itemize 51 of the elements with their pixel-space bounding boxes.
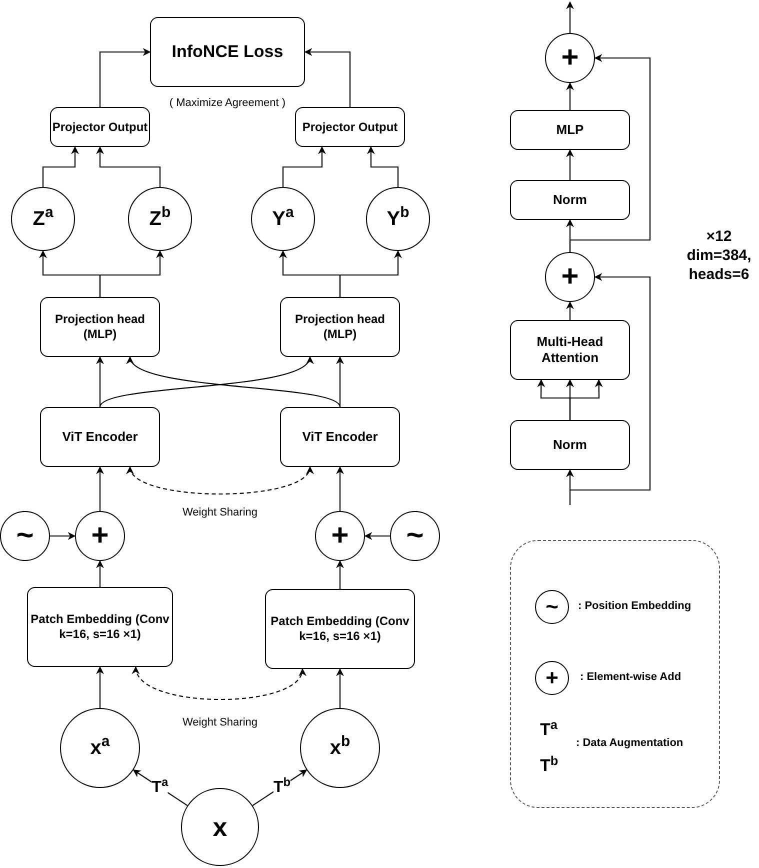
arrow [336,466,344,511]
process-box: Patch Embedding (Conv k=16, s=16 ×1) [265,589,415,669]
arrow [99,250,164,297]
process-box: Projector Output [50,107,150,147]
arrow [566,469,574,505]
arrow [132,770,188,806]
augmentation-symbol: T$^{b}$ [540,755,560,776]
arrow [96,466,104,511]
arrow [569,54,651,252]
process-box: Projection head (MLP) [40,297,160,357]
process-box: MLP [510,110,630,150]
arrow [364,532,390,540]
legend-text: : Position Embedding [578,599,692,614]
augmentation-symbol: T$^{a}$ [540,719,558,740]
process-box: Projection head (MLP) [280,297,400,357]
arrow [566,82,574,110]
arrow [570,273,651,491]
process-box: Multi-Head Attention [510,320,630,380]
arrow [282,146,326,187]
loss-box: InfoNCE Loss [150,17,305,87]
legend-text: : Data Augmentation [576,736,684,751]
arrow [566,301,574,320]
arrow [96,560,104,587]
arrow [339,250,402,297]
process-box: Norm [510,420,630,470]
arrow [366,146,399,187]
edge-label: Weight Sharing [182,718,258,728]
legend-text: : Element-wise Add [580,670,682,685]
arrow [566,1,574,33]
legend-panel [510,540,720,808]
process-box: ViT Encoder [40,407,160,467]
dashed-arrow [134,666,304,700]
arrow [96,666,104,708]
repeat-note: ×12 dim=384, heads=6 [686,228,752,284]
process-box: Norm [510,180,630,220]
process-box: ViT Encoder [280,407,400,467]
process-box: Projector Output [295,107,405,147]
arrow [336,560,344,589]
arrow [304,48,351,107]
arrow [96,146,161,187]
arrow [99,48,151,107]
process-box: Patch Embedding (Conv k=16, s=16 ×1) [27,587,173,667]
dashed-arrow [129,466,311,495]
arrow [336,668,344,708]
node-caption: ( Maximize Agreement ) [169,96,286,111]
edge-label: T$^{a}$ [152,780,168,796]
arrow [50,532,76,540]
arrow [569,379,603,420]
arrow [42,146,79,187]
edge-label: Weight Sharing [182,508,258,518]
arrow [566,149,574,180]
